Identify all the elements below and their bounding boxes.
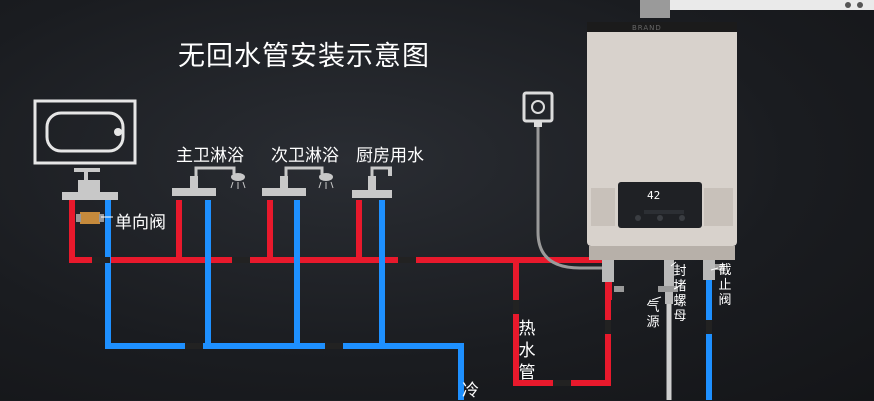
hot-pipe-label: 热水管: [518, 319, 536, 383]
power-cable: [536, 127, 606, 270]
stop-valve-label: 截止阀: [718, 263, 732, 308]
plug-nut-label: 封堵螺母: [673, 264, 687, 324]
cold-pipe-label: 冷: [462, 381, 479, 401]
exhaust-duct: [640, 0, 874, 18]
cold-water-pipe: [105, 200, 712, 400]
pipe-joints: [92, 257, 712, 386]
second-shower-icon: [262, 166, 334, 196]
heater-brand: BRAND: [632, 24, 662, 32]
water-heater: [587, 22, 737, 260]
second-bath-label: 次卫淋浴: [271, 146, 339, 166]
master-bath-label: 主卫淋浴: [176, 146, 244, 166]
check-valve-label: 单向阀: [115, 213, 166, 233]
power-socket-icon: [522, 91, 554, 127]
heater-fittings: [602, 260, 725, 304]
label-pointers: [101, 216, 719, 301]
gas-source-label: 气源: [646, 300, 660, 330]
diagram-title: 无回水管安装示意图: [178, 41, 430, 72]
master-shower-icon: [172, 166, 246, 196]
kitchen-label: 厨房用水: [356, 146, 424, 166]
check-valve-icon: [76, 212, 104, 224]
heater-display-readout: 42: [647, 189, 661, 202]
kitchen-faucet-icon: [352, 166, 392, 198]
bathtub-icon: [33, 99, 137, 165]
bathtub-faucet-icon: [62, 168, 118, 200]
